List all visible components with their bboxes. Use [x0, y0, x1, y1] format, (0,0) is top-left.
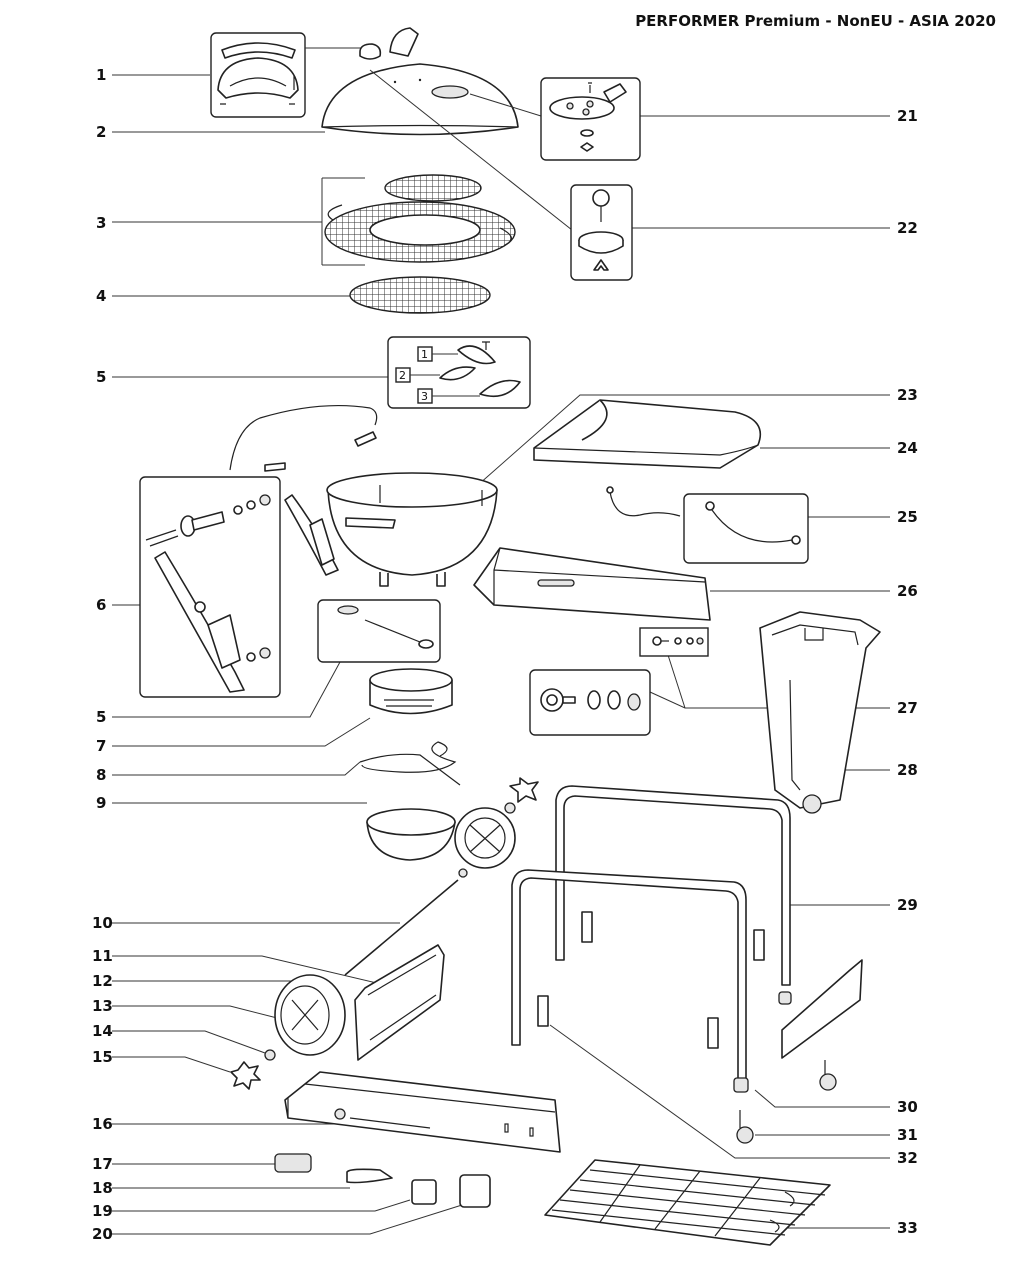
- callout-1: 1: [96, 66, 106, 84]
- callout-19: 19: [92, 1202, 113, 1220]
- rear-leg-bracket: [781, 959, 863, 1059]
- callout-13: 13: [92, 997, 113, 1015]
- callout-21: 21: [897, 107, 918, 125]
- callout-9: 9: [96, 794, 106, 812]
- callout-2: 2: [96, 123, 106, 141]
- callout-3: 3: [96, 214, 106, 232]
- part-bowl: [326, 472, 498, 587]
- callout-23: 23: [897, 386, 918, 404]
- part-26-front-panel: [473, 547, 711, 621]
- part-14-wheel-spacer: [264, 1049, 276, 1061]
- part-22-thermometer: [570, 184, 633, 281]
- callout-16: 16: [92, 1115, 113, 1133]
- callout-31: 31: [897, 1126, 918, 1144]
- part-1-lid-handle: [210, 32, 306, 118]
- callout-26: 26: [897, 582, 918, 600]
- callout-33: 33: [897, 1219, 918, 1237]
- part-8-wire-bracket: [359, 741, 461, 786]
- upper-wheel-assembly: [454, 777, 539, 878]
- part-2-lid: [321, 63, 573, 231]
- diagram-title: PERFORMER Premium - NonEU - ASIA 2020: [635, 12, 996, 30]
- callout-29: 29: [897, 896, 918, 914]
- part-5-vent-kit: 1 2 3: [387, 336, 531, 409]
- part-7-ash-catcher-ring: [369, 668, 453, 715]
- part-19-control-badge: [411, 1179, 437, 1205]
- part-29-cart-frame: [511, 785, 792, 1091]
- part-15-hubcap: [230, 1061, 261, 1090]
- part-16-bottom-panel: [284, 1071, 561, 1153]
- left-callouts: 1 2 3 4 5 6 5 7 8 9 10 11 12 13 14 15 16…: [92, 66, 463, 1243]
- part-3-cooking-grate: [321, 174, 516, 266]
- callout-20: 20: [92, 1225, 113, 1243]
- part-30-leg-cap: [733, 1077, 749, 1093]
- part-25-tool-hooks: [606, 486, 809, 564]
- callout-25: 25: [897, 508, 918, 526]
- part-10-axle: [344, 879, 459, 976]
- part-31-caster: [736, 1060, 837, 1144]
- lid-handle-top: [359, 27, 419, 60]
- inset-5-label-3: 3: [421, 390, 428, 403]
- part-18-name-badge: [346, 1168, 393, 1184]
- callout-30: 30: [897, 1098, 918, 1116]
- part-4-charcoal-grate: [349, 276, 491, 314]
- part-5b-cleaning-tool-kit: [317, 599, 441, 663]
- callout-17: 17: [92, 1155, 113, 1173]
- callout-5a: 5: [96, 368, 106, 386]
- callout-7: 7: [96, 737, 106, 755]
- callout-11: 11: [92, 947, 113, 965]
- callout-14: 14: [92, 1022, 113, 1040]
- callout-27: 27: [897, 699, 918, 717]
- bowl-handle-wire: [229, 404, 378, 472]
- right-callouts: 21 22 23 24 25 26 27 28 29 30 31 32 33: [469, 107, 918, 1237]
- part-33-bottom-rack: [544, 1159, 831, 1246]
- callout-15: 15: [92, 1048, 113, 1066]
- inset-5-label-1: 1: [421, 348, 428, 361]
- callout-6: 6: [96, 596, 106, 614]
- part-11-leg-bracket: [354, 944, 445, 1061]
- callout-28: 28: [897, 761, 918, 779]
- hardware-small-panel: [639, 627, 709, 657]
- part-6-bowl-handle-kit: [139, 476, 281, 698]
- bowl-handle-bracket: [284, 494, 339, 576]
- callout-32: 32: [897, 1149, 918, 1167]
- callout-5b: 5: [96, 708, 106, 726]
- callout-10: 10: [92, 914, 113, 932]
- part-17-logo-badge: [274, 1153, 312, 1173]
- part-13-wheel: [274, 974, 346, 1056]
- part-21-damper-kit: [540, 77, 641, 161]
- part-9-ash-pan: [366, 808, 456, 861]
- callout-8: 8: [96, 766, 106, 784]
- callout-12: 12: [92, 972, 113, 990]
- callout-22: 22: [897, 219, 918, 237]
- inset-5-label-2: 2: [399, 369, 406, 382]
- callout-18: 18: [92, 1179, 113, 1197]
- callout-24: 24: [897, 439, 918, 457]
- part-20-bracket: [459, 1174, 491, 1208]
- part-27-bolt-kit: [529, 669, 651, 736]
- part-24-side-table: [533, 399, 762, 469]
- part-28-storage-bin: [759, 611, 881, 814]
- callout-4: 4: [96, 287, 106, 305]
